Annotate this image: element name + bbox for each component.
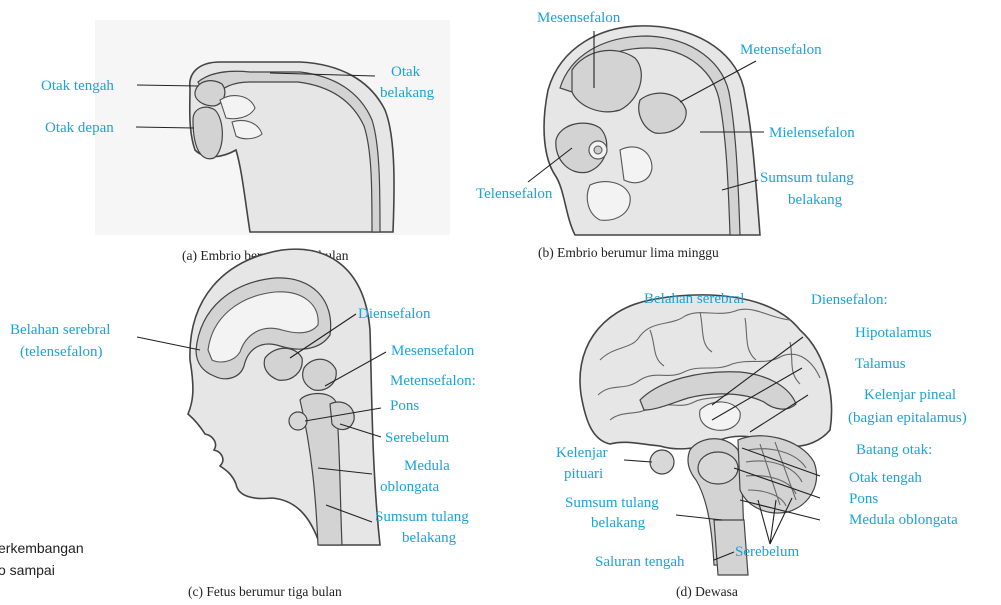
caption-panel-c: (c) Fetus berumur tiga bulan (188, 584, 342, 599)
label-otak-belakang-1: Otak (391, 64, 421, 80)
fetus-mesencephalon (303, 359, 337, 390)
adult-pons (698, 452, 738, 484)
label-d-diensefalon: Diensefalon: (811, 292, 888, 308)
label-d-pineal-2: (bagian epitalamus) (848, 410, 967, 426)
adult-thalamus (700, 402, 741, 430)
label-otak-depan: Otak depan (45, 120, 114, 136)
label-d-sumsum-2: belakang (591, 515, 646, 531)
label-d-talamus: Talamus (855, 356, 906, 372)
label-otak-belakang-2: belakang (380, 85, 435, 101)
embryo-b-metencephalon (639, 93, 686, 133)
label-c-sumsum-2: belakang (402, 530, 457, 546)
embryo-b-eye-inner (594, 146, 602, 154)
label-c-belahan-2: (telensefalon) (20, 344, 102, 360)
panel-b-embryo-five-weeks: Mesensefalon Metensefalon Mielensefalon … (476, 10, 855, 260)
label-c-serebelum: Serebelum (385, 430, 449, 446)
label-d-pons: Pons (849, 491, 878, 507)
label-c-mesensefalon: Mesensefalon (391, 343, 475, 359)
label-d-otak-tengah: Otak tengah (849, 470, 922, 486)
label-c-diensefalon: Diensefalon (358, 306, 431, 322)
label-c-medula-2: oblongata (380, 479, 439, 495)
caption-panel-d: (d) Dewasa (676, 584, 738, 599)
label-b-mielensefalon: Mielensefalon (769, 125, 855, 141)
label-d-kelenjar-2: pituari (564, 466, 603, 482)
label-c-belahan-1: Belahan serebral (10, 322, 110, 338)
label-b-sumsum-2: belakang (788, 192, 843, 208)
label-c-sumsum-1: Sumsum tulang (375, 509, 469, 525)
fetus-pons (289, 412, 307, 430)
label-b-telensefalon: Telensefalon (476, 186, 553, 202)
panel-d-adult: Belahan serebral Diensefalon: Hipotalamu… (556, 291, 967, 599)
label-d-medula: Medula oblongata (849, 512, 958, 528)
label-d-kelenjar-1: Kelenjar (556, 445, 608, 461)
panel-a-embryo-one-month: Otak tengah Otak depan Otak belakang (a)… (41, 20, 450, 263)
label-d-sumsum-1: Sumsum tulang (565, 495, 659, 511)
label-d-pineal-1: Kelenjar pineal (864, 387, 956, 403)
label-d-serebelum: Serebelum (735, 544, 799, 560)
label-b-mesensefalon: Mesensefalon (537, 10, 621, 26)
adult-pituitary (650, 450, 674, 474)
label-d-hipotalamus: Hipotalamus (855, 325, 932, 341)
label-b-sumsum-1: Sumsum tulang (760, 170, 854, 186)
side-caption-line-1: erkembangan (0, 540, 84, 556)
caption-panel-b: (b) Embrio berumur lima minggu (538, 245, 719, 260)
label-d-saluran: Saluran tengah (595, 554, 685, 570)
label-b-metensefalon: Metensefalon (740, 42, 822, 58)
embryo-b-mesencephalon (572, 50, 641, 111)
label-c-medula-1: Medula (404, 458, 450, 474)
side-caption-line-2: o sampai (0, 562, 55, 578)
label-c-pons: Pons (390, 398, 419, 414)
label-c-metensefalon: Metensefalon: (390, 373, 476, 389)
label-otak-tengah: Otak tengah (41, 78, 114, 94)
label-d-belahan: Belahan serebral (644, 291, 744, 307)
label-d-batang: Batang otak: (856, 442, 932, 458)
